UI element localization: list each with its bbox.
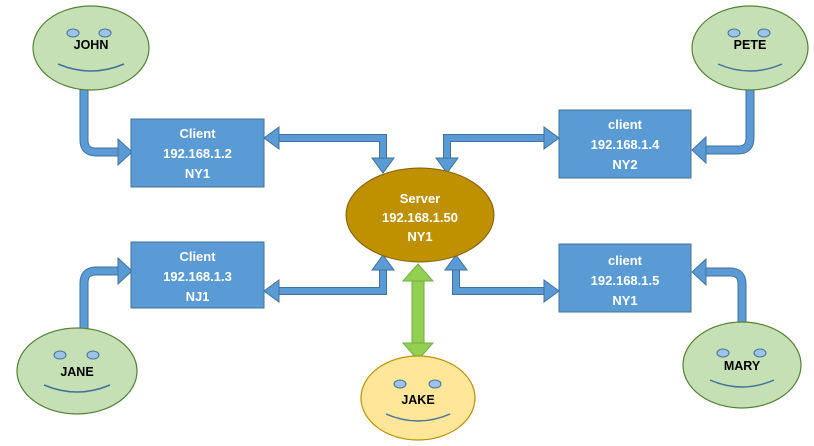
eye-icon — [53, 350, 67, 360]
client-ip: 192.168.1.3 — [163, 269, 232, 284]
user-pete-face: PETE — [691, 5, 809, 91]
server-ip: 192.168.1.50 — [382, 210, 458, 225]
client-ip: 192.168.1.2 — [163, 146, 232, 161]
client-location: NY2 — [612, 157, 637, 172]
smile-icon — [717, 63, 783, 72]
client-box-pete: client 192.168.1.4 NY2 — [558, 109, 692, 179]
client-ip: 192.168.1.4 — [591, 137, 660, 152]
eye-icon — [428, 379, 442, 389]
user-jake-face: JAKE — [360, 355, 476, 441]
user-name: PETE — [734, 38, 767, 52]
eye-icon — [727, 28, 741, 38]
user-jane-face: JANE — [16, 327, 138, 415]
smile-icon — [57, 63, 125, 72]
eye-icon — [757, 28, 771, 38]
client-label: client — [608, 117, 643, 132]
user-john-face: JOHN — [32, 5, 150, 91]
eye-icon — [753, 348, 767, 358]
client-label: Client — [179, 126, 216, 141]
user-name: JAKE — [401, 393, 434, 407]
client-location: NY1 — [612, 293, 637, 308]
server-location: NY1 — [407, 229, 432, 244]
client-nj1-server-arrow — [263, 254, 395, 303]
eye-icon — [716, 348, 730, 358]
client-ip: 192.168.1.5 — [591, 273, 660, 288]
jane-to-client-arrow — [79, 256, 133, 332]
client-location: NJ1 — [186, 289, 210, 304]
eye-icon — [393, 379, 407, 389]
connectors — [79, 86, 755, 361]
pete-to-client-arrow — [691, 86, 755, 165]
client-box-jane: Client 192.168.1.3 NJ1 — [130, 241, 265, 309]
user-name: MARY — [724, 359, 761, 373]
user-name: JANE — [60, 365, 93, 379]
jake-server-arrow — [401, 263, 435, 361]
client-label: Client — [179, 249, 216, 264]
client-box-john: Client 192.168.1.2 NY1 — [130, 118, 265, 188]
client-ny1-server-arrow — [263, 126, 395, 174]
server-label: Server — [400, 191, 440, 206]
eye-icon — [66, 28, 80, 38]
smile-icon — [385, 413, 451, 422]
server-node: Server 192.168.1.50 NY1 — [345, 167, 495, 263]
mary-to-client-arrow — [691, 257, 747, 325]
client-label: client — [608, 253, 643, 268]
eye-icon — [98, 28, 112, 38]
user-mary-face: MARY — [682, 321, 802, 409]
eye-icon — [86, 350, 100, 360]
user-name: JOHN — [74, 38, 109, 52]
client-box-mary: client 192.168.1.5 NY1 — [558, 243, 692, 313]
client-ny2-server-arrow — [435, 126, 560, 174]
client-ny1-right-server-arrow — [444, 254, 560, 303]
smile-icon — [43, 384, 111, 393]
client-location: NY1 — [185, 166, 210, 181]
smile-icon — [709, 379, 775, 388]
john-to-client-arrow — [79, 86, 133, 167]
